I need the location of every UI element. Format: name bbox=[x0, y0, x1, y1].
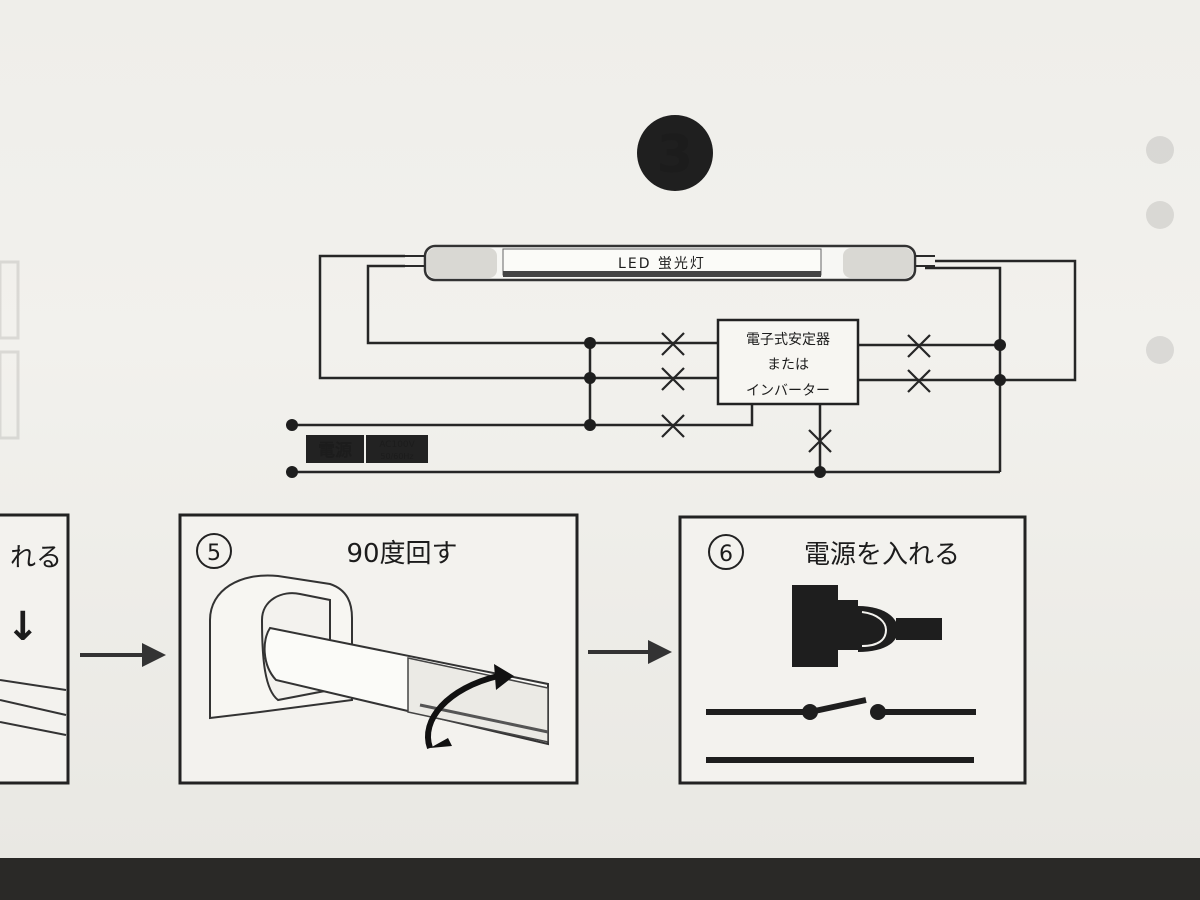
step-3-number: 3 bbox=[657, 125, 693, 185]
power-spec-box bbox=[366, 435, 428, 463]
step-badge-circle bbox=[637, 115, 713, 191]
step-6-panel: 6 電源を入れる bbox=[678, 515, 1027, 785]
ballast-frame bbox=[716, 318, 860, 406]
step-6-title: 電源を入れる bbox=[804, 540, 960, 570]
socket-tube-illustration bbox=[209, 574, 549, 750]
step-5-title: 90度回す bbox=[346, 539, 457, 569]
cut-marks bbox=[661, 332, 931, 453]
flow-arrow-1 bbox=[80, 643, 166, 667]
power-spec-voltage: AC100V bbox=[379, 440, 415, 450]
tube-illustration-partial bbox=[0, 679, 67, 736]
tube-end-cap-left bbox=[427, 248, 497, 278]
ballast-label-line3: インバーター bbox=[746, 383, 830, 399]
junction-dots bbox=[286, 337, 1006, 478]
flow-arrow-2 bbox=[588, 640, 672, 664]
panel-left-text: れる bbox=[10, 543, 62, 573]
step-3-badge: 3 bbox=[637, 115, 713, 191]
step-5-circle bbox=[196, 533, 232, 569]
ballast-label-line1: 電子式安定器 bbox=[746, 332, 830, 348]
tube-light-section bbox=[502, 248, 822, 276]
step-6-circle bbox=[708, 534, 744, 570]
power-spec-frequency: 50/60Hz bbox=[380, 452, 413, 461]
ballast-label-line2: または bbox=[767, 357, 809, 373]
bleed-through-marks bbox=[0, 136, 1174, 440]
step-6-number: 6 bbox=[719, 542, 733, 567]
wiring-lines bbox=[292, 254, 1077, 474]
step-5-panel: 5 90度回す bbox=[178, 513, 579, 785]
step-5-number: 5 bbox=[207, 541, 221, 566]
background-surface bbox=[0, 858, 1200, 900]
plug-icon bbox=[792, 585, 942, 667]
down-arrow-icon: ↓ bbox=[6, 604, 40, 650]
power-label: 電源 bbox=[318, 440, 352, 461]
power-supply-label: 電源 AC100V 50/60Hz bbox=[306, 435, 428, 463]
switch-symbol bbox=[706, 697, 976, 763]
led-tube-label: LED 蛍光灯 bbox=[618, 256, 706, 272]
ballast-box: 電子式安定器 または インバーター bbox=[716, 318, 860, 406]
power-label-box bbox=[306, 435, 364, 463]
panel-frame bbox=[0, 513, 70, 785]
tube-base-strip bbox=[503, 271, 821, 277]
tube-end-cap-right bbox=[843, 248, 913, 278]
step-4-panel-partial: れる ↓ bbox=[0, 513, 70, 785]
led-tube: LED 蛍光灯 bbox=[405, 244, 935, 282]
